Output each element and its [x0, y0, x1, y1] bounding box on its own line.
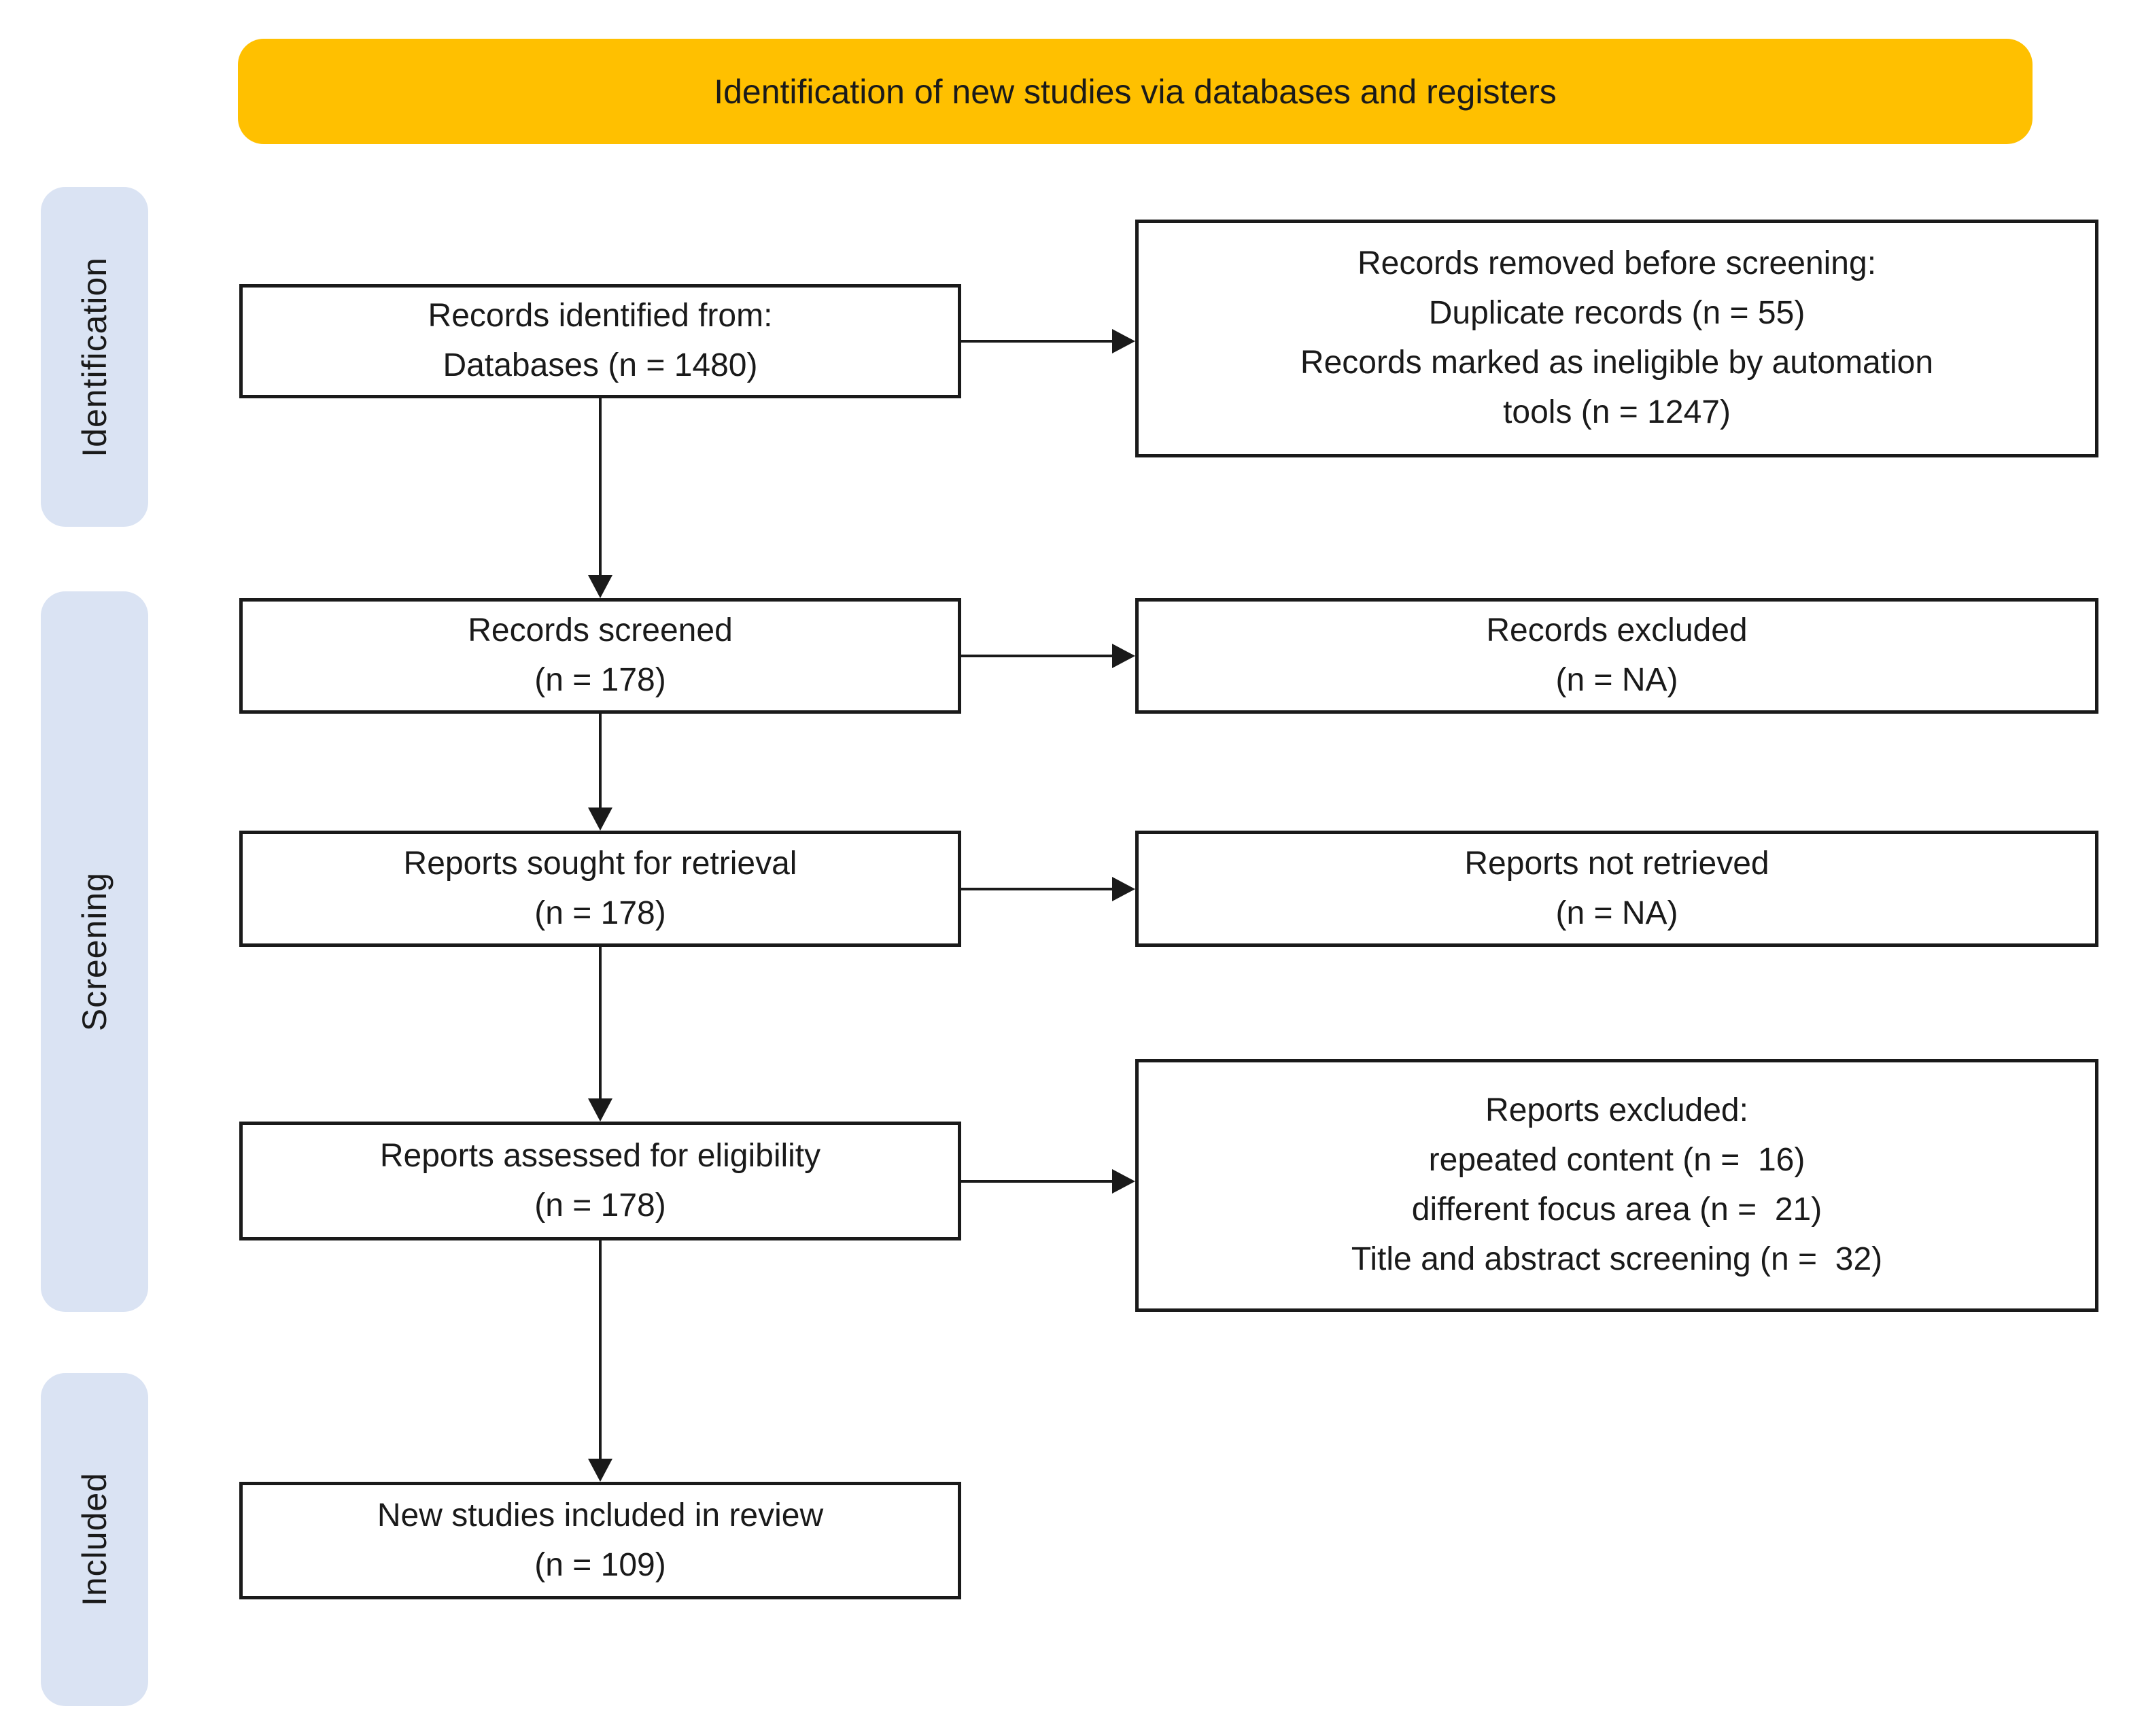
box-reports-not-retrieved: Reports not retrieved (n = NA): [1135, 831, 2098, 947]
box-text-line: (n = 109): [534, 1546, 666, 1583]
box-text-line: Reports assessed for eligibility: [379, 1137, 821, 1174]
arrow-assessed-to-included-line: [599, 1240, 602, 1460]
arrow-identified-to-screened-head: [588, 575, 612, 598]
arrow-sought-to-assessed-head: [588, 1098, 612, 1122]
box-text-line: New studies included in review: [377, 1497, 824, 1533]
box-records-identified: Records identified from: Databases (n = …: [239, 284, 961, 398]
stage-identification-label: Identification: [75, 256, 114, 457]
arrow-screened-to-excluded-line: [961, 655, 1113, 657]
box-text-line: Reports not retrieved: [1464, 845, 1769, 882]
box-text-line: different focus area (n = 21): [1411, 1192, 1822, 1228]
box-text-line: Reports sought for retrieval: [403, 845, 797, 882]
arrow-assessed-to-reports-excluded-line: [961, 1180, 1113, 1183]
box-text-line: Records marked as ineligible by automati…: [1300, 345, 1934, 381]
stage-included: Included: [41, 1373, 148, 1706]
box-records-excluded: Records excluded (n = NA): [1135, 598, 2098, 714]
arrow-identified-to-removed-head: [1112, 329, 1135, 353]
arrow-assessed-to-reports-excluded-head: [1112, 1169, 1135, 1194]
box-new-studies-included: New studies included in review (n = 109): [239, 1482, 961, 1599]
box-text-line: Records identified from:: [428, 298, 773, 334]
box-records-removed: Records removed before screening: Duplic…: [1135, 220, 2098, 457]
title-banner-text: Identification of new studies via databa…: [714, 72, 1557, 111]
arrow-identified-to-removed-line: [961, 340, 1113, 343]
box-text-line: Records excluded: [1486, 612, 1748, 649]
box-reports-excluded: Reports excluded: repeated content (n = …: [1135, 1059, 2098, 1312]
box-text-line: tools (n = 1247): [1503, 394, 1731, 430]
box-text-line: Duplicate records (n = 55): [1428, 295, 1805, 332]
box-text-line: (n = 178): [534, 895, 666, 931]
box-text-line: (n = NA): [1555, 895, 1678, 931]
box-text-line: Title and abstract screening (n = 32): [1351, 1240, 1883, 1277]
box-text-line: (n = 178): [534, 1187, 666, 1223]
box-reports-assessed: Reports assessed for eligibility (n = 17…: [239, 1122, 961, 1240]
arrow-sought-to-not-retrieved-line: [961, 888, 1113, 890]
arrow-screened-to-sought-head: [588, 808, 612, 831]
stage-identification: Identification: [41, 187, 148, 527]
box-text-line: Records removed before screening:: [1357, 245, 1877, 282]
stage-screening-label: Screening: [75, 871, 114, 1032]
box-text-line: (n = 178): [534, 662, 666, 698]
arrow-sought-to-not-retrieved-head: [1112, 877, 1135, 901]
box-text-line: repeated content (n = 16): [1428, 1142, 1805, 1179]
box-text-line: Records screened: [468, 612, 733, 649]
box-reports-sought: Reports sought for retrieval (n = 178): [239, 831, 961, 947]
arrow-screened-to-excluded-head: [1112, 644, 1135, 668]
stage-screening: Screening: [41, 591, 148, 1312]
stage-included-label: Included: [75, 1472, 114, 1607]
arrow-screened-to-sought-line: [599, 714, 602, 809]
arrow-identified-to-screened-line: [599, 398, 602, 576]
title-banner: Identification of new studies via databa…: [238, 39, 2033, 144]
box-records-screened: Records screened (n = 178): [239, 598, 961, 714]
box-text-line: Databases (n = 1480): [443, 347, 758, 383]
box-text-line: Reports excluded:: [1485, 1092, 1748, 1129]
arrow-assessed-to-included-head: [588, 1459, 612, 1482]
box-text-line: (n = NA): [1555, 662, 1678, 698]
arrow-sought-to-assessed-line: [599, 947, 602, 1100]
